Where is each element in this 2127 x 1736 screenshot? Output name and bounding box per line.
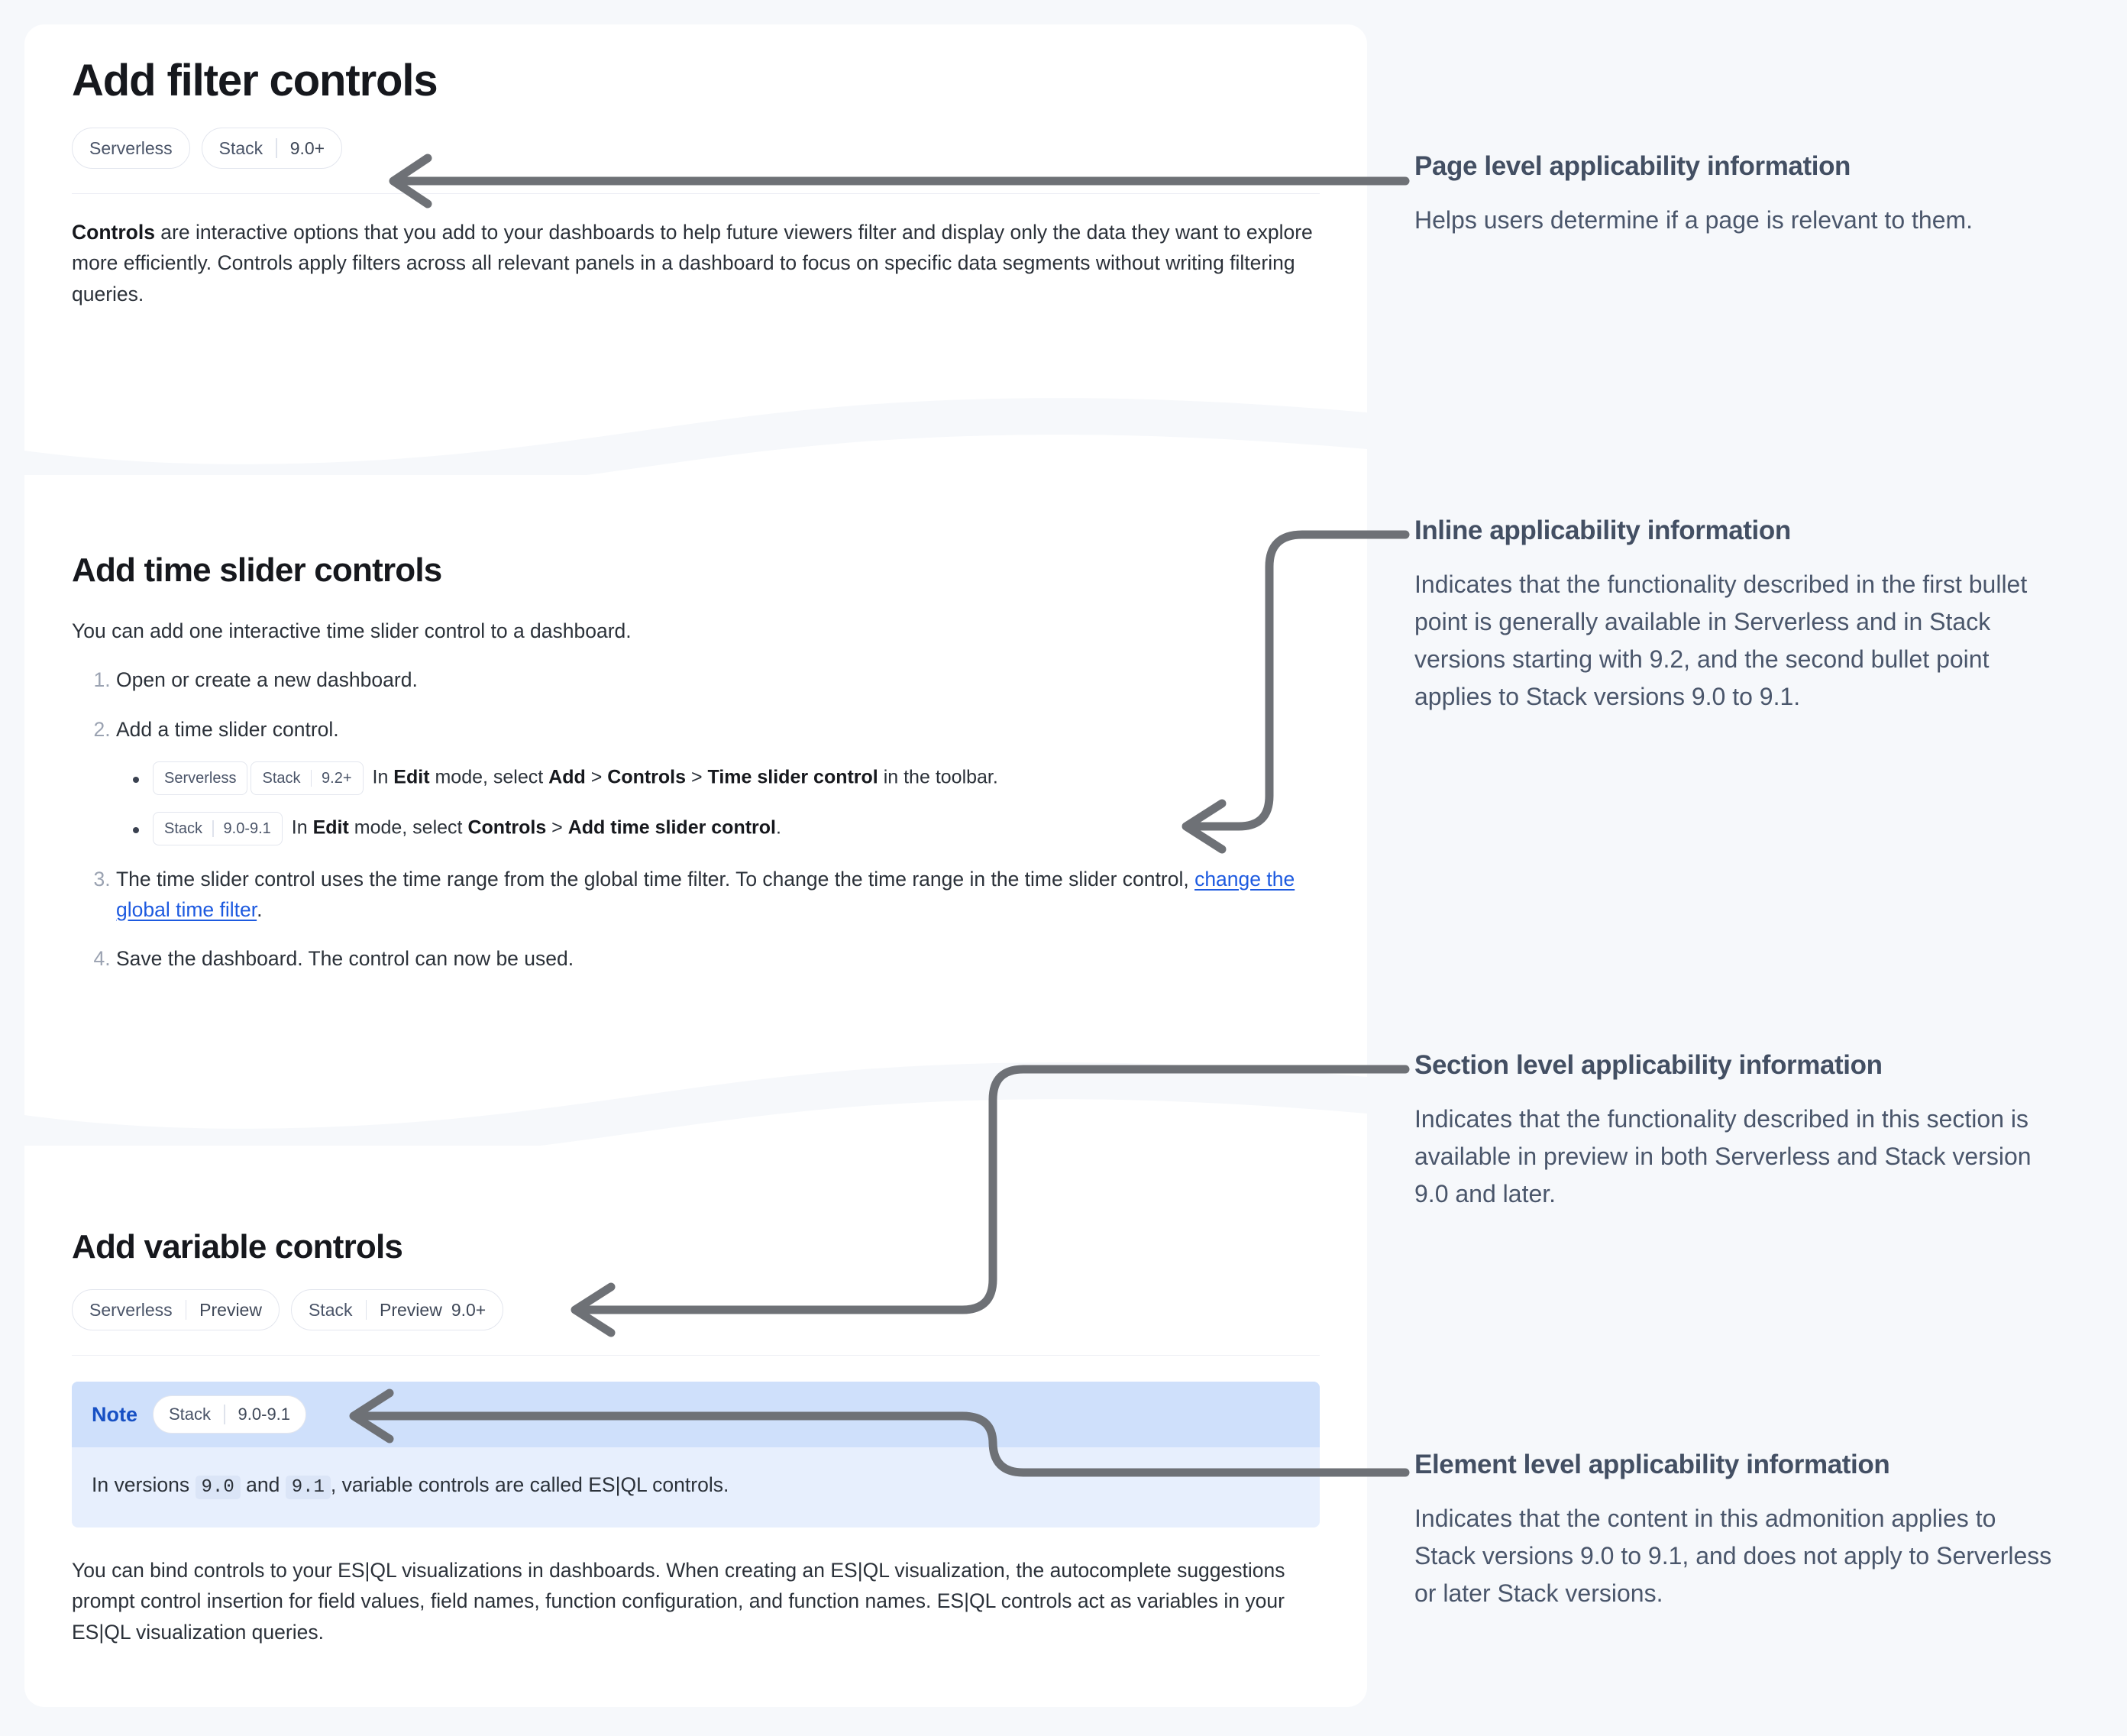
step3-pre: The time slider control uses the time ra… — [116, 867, 1195, 891]
bullet-bold-2: Add — [548, 766, 586, 788]
note-text-mid: and — [240, 1473, 286, 1496]
badge-value: 9.2+ — [322, 769, 352, 787]
badge-stack[interactable]: Stack 9.2+ — [251, 761, 364, 795]
bullet-bold-1: Edit — [312, 816, 349, 839]
applicability-pill-serverless-preview[interactable]: Serverless Preview — [72, 1289, 280, 1330]
list-item: Save the dashboard. The control can now … — [116, 943, 1320, 974]
divider — [72, 1355, 1320, 1356]
intro-paragraph: Controls are interactive options that yo… — [72, 217, 1320, 309]
variable-controls-panel: Add variable controls Serverless Preview… — [24, 1146, 1367, 1707]
list-item: Stack 9.0-9.1 In Edit mode, select Contr… — [133, 811, 1320, 845]
pill-label: Stack — [218, 137, 263, 158]
pill-sub: Preview — [380, 1299, 442, 1320]
badge-divider — [224, 1405, 225, 1424]
time-slider-panel: Add time slider controls You can add one… — [24, 475, 1367, 1078]
note-admonition: Note Stack 9.0-9.1 In versions 9.0 and 9… — [72, 1382, 1320, 1527]
pill-label: Serverless — [89, 1299, 173, 1320]
badge-serverless[interactable]: Serverless — [153, 761, 248, 795]
time-slider-sub-bullets: Serverless Stack 9.2+ In Edit mode, sele… — [116, 761, 1320, 845]
intro-lead: Controls — [72, 221, 155, 244]
annotation-element-level: Element level applicability information … — [1414, 1450, 2064, 1612]
annotation-title: Element level applicability information — [1414, 1450, 1890, 1479]
note-text-post: , variable controls are called ES|QL con… — [330, 1473, 729, 1496]
applicability-pill-stack[interactable]: Stack 9.0+ — [201, 128, 343, 169]
time-slider-steps: Open or create a new dashboard. Add a ti… — [72, 664, 1320, 974]
note-text-pre: In versions — [92, 1473, 196, 1496]
annotation-description: Helps users determine if a page is relev… — [1414, 206, 1973, 234]
annotation-page-level: Page level applicability information Hel… — [1414, 151, 2064, 239]
pill-value: 9.0+ — [451, 1299, 486, 1320]
annotation-title: Section level applicability information — [1414, 1050, 1883, 1080]
code-version-90: 9.0 — [195, 1476, 241, 1499]
section-title-variable-controls: Add variable controls — [72, 1228, 403, 1266]
section-applicability-badges: Serverless Preview Stack Preview 9.0+ — [72, 1289, 1320, 1330]
intro-rest: are interactive options that you add to … — [72, 221, 1313, 305]
pill-divider — [365, 1300, 367, 1320]
divider — [72, 193, 1320, 194]
step2-text: Add a time slider control. — [116, 717, 339, 741]
badge-value: 9.0-9.1 — [238, 1405, 291, 1424]
badge-value: 9.0-9.1 — [223, 820, 271, 837]
time-slider-lead: You can add one interactive time slider … — [72, 619, 632, 642]
annotation-description: Indicates that the functionality describ… — [1414, 571, 2028, 711]
badge-stack[interactable]: Stack 9.0-9.1 — [153, 811, 283, 845]
pill-divider — [276, 138, 277, 158]
bullet-sep-2: > — [686, 766, 708, 788]
badge-label: Stack — [169, 1405, 212, 1424]
note-applicability-badge[interactable]: Stack 9.0-9.1 — [153, 1395, 307, 1434]
note-header: Note Stack 9.0-9.1 — [72, 1382, 1320, 1447]
inline-applicability-badges: Serverless Stack 9.2+ — [153, 761, 364, 795]
annotation-description: Indicates that the functionality describ… — [1414, 1105, 2032, 1208]
applicability-pill-serverless[interactable]: Serverless — [72, 128, 190, 169]
bullet-bold-3: Controls — [607, 766, 687, 788]
list-item: Open or create a new dashboard. — [116, 664, 1320, 695]
annotation-title: Page level applicability information — [1414, 151, 1851, 181]
bullet-pre: In — [291, 816, 313, 839]
list-item: Serverless Stack 9.2+ In Edit mode, sele… — [133, 761, 1320, 795]
bullet-pre: In — [372, 766, 394, 788]
annotation-inline-level: Inline applicability information Indicat… — [1414, 516, 2064, 716]
bullet-tail: in the toolbar. — [878, 766, 998, 788]
global-time-filter-link[interactable]: change the global time filter — [116, 867, 1295, 922]
applicability-pill-stack-preview[interactable]: Stack Preview 9.0+ — [290, 1289, 504, 1330]
badge-label: Stack — [164, 820, 203, 837]
list-item: The time slider control uses the time ra… — [116, 864, 1320, 926]
pill-value: 9.0+ — [289, 137, 325, 158]
code-version-91: 9.1 — [285, 1476, 331, 1499]
bullet-bold-1: Edit — [393, 766, 430, 788]
badge-label: Serverless — [164, 769, 237, 787]
inline-applicability-badges: Stack 9.0-9.1 — [153, 811, 283, 845]
bullet-mid: mode, select — [348, 816, 468, 839]
badge-label: Stack — [262, 769, 301, 787]
pill-label: Serverless — [89, 137, 173, 158]
bullet-mid: mode, select — [429, 766, 549, 788]
section-title-time-slider: Add time slider controls — [72, 551, 442, 589]
badge-divider — [212, 820, 214, 837]
annotation-section-level: Section level applicability information … — [1414, 1050, 2064, 1213]
note-label: Note — [92, 1402, 137, 1426]
annotation-title: Inline applicability information — [1414, 516, 1791, 545]
bullet-sep-1: > — [546, 816, 568, 839]
bullet-bold-2: Controls — [467, 816, 547, 839]
page-title: Add filter controls — [72, 56, 438, 105]
bullet-bold-4: Time slider control — [707, 766, 878, 788]
bullet-bold-3: Add time slider control — [567, 816, 776, 839]
annotation-description: Indicates that the content in this admon… — [1414, 1505, 2052, 1608]
pill-label: Stack — [308, 1299, 353, 1320]
note-body: In versions 9.0 and 9.1, variable contro… — [72, 1447, 1320, 1527]
pill-divider — [185, 1300, 187, 1320]
bullet-sep-1: > — [585, 766, 608, 788]
wave-divider-2 — [24, 1054, 1367, 1155]
variable-controls-paragraph: You can bind controls to your ES|QL visu… — [72, 1559, 1285, 1644]
list-item: Add a time slider control. Serverless St… — [116, 714, 1320, 845]
documentation-column: Add filter controls Serverless Stack 9.0… — [24, 24, 1367, 1707]
step3-post: . — [257, 898, 263, 922]
badge-divider — [310, 769, 312, 787]
bullet-tail: . — [776, 816, 781, 839]
page-applicability-badges: Serverless Stack 9.0+ — [72, 128, 1320, 169]
intro-panel: Add filter controls Serverless Stack 9.0… — [24, 24, 1367, 412]
pill-sub: Preview — [199, 1299, 262, 1320]
